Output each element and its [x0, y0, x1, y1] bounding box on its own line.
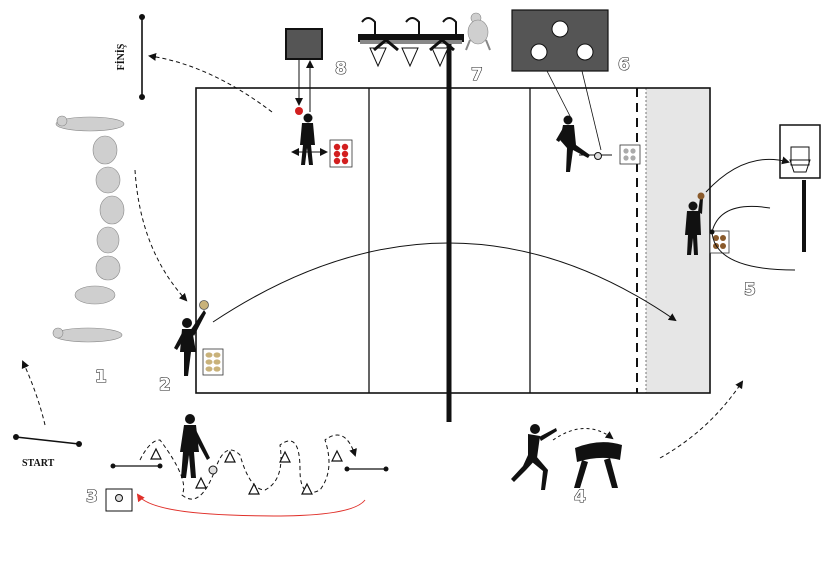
station-3-dribble: 3 — [85, 414, 389, 517]
ball-icon — [208, 465, 218, 475]
player-shooting-silhouette — [685, 198, 703, 255]
serve-trajectory — [212, 242, 677, 323]
hurdle-icon — [358, 17, 464, 68]
shot-path — [705, 156, 790, 193]
station-6-target-goal: 6 — [511, 9, 641, 172]
station-2-number: 2 — [159, 375, 171, 395]
cone-icon — [279, 450, 291, 463]
player-throwing-silhouette — [300, 113, 315, 165]
player-dribbling-silhouette — [180, 414, 210, 478]
ball-icon — [594, 152, 602, 160]
cones — [150, 447, 343, 495]
path-start-to-1 — [21, 360, 46, 426]
player-jumping-silhouette — [511, 424, 557, 490]
ball-rack-icon — [202, 348, 224, 376]
station-6-number: 6 — [618, 55, 630, 75]
ball-icon — [697, 192, 705, 200]
station-8-throw-target: 8 — [285, 28, 353, 168]
path-1-to-2 — [134, 169, 188, 302]
ball-icon — [295, 107, 303, 115]
cone-icon — [331, 449, 343, 462]
dribble-path — [139, 434, 357, 500]
start-label: START — [22, 458, 55, 469]
cone-icon — [248, 482, 260, 495]
cone-icon — [195, 476, 207, 489]
cone-icon — [301, 482, 313, 495]
target-goal-icon — [511, 9, 609, 72]
station-7-hurdles: 7 — [358, 12, 491, 86]
basket-zone — [646, 88, 710, 393]
station-5-number: 5 — [744, 280, 756, 300]
station-5-basketball: 5 — [685, 124, 821, 301]
finish-label: FİNİŞ — [115, 43, 127, 70]
station-2-serve: 2 — [158, 242, 677, 396]
path-to-station-5 — [659, 380, 744, 459]
vaulting-box-icon — [574, 442, 622, 488]
tumbling-figures — [52, 115, 125, 343]
ball-icon — [115, 494, 123, 502]
player-kicking-silhouette — [556, 115, 590, 172]
station-4-number: 4 — [574, 487, 586, 507]
cone-icon — [224, 450, 236, 463]
player-serving-silhouette — [174, 310, 206, 376]
station-4-vault: 4 — [511, 380, 744, 508]
station-1-tumbling: 1 — [52, 115, 125, 388]
vault-path — [552, 428, 614, 441]
station-7-number: 7 — [471, 65, 483, 85]
ball-rack-icon — [329, 139, 353, 168]
player-crouch-jump-silhouette — [465, 12, 491, 51]
station-8-number: 8 — [335, 59, 347, 79]
return-path — [136, 493, 366, 517]
ball-rack-icon — [619, 144, 641, 165]
frame-target-icon — [285, 28, 323, 60]
volleyball-court — [195, 40, 711, 422]
basketball-hoop-icon — [779, 124, 821, 252]
ball-icon — [199, 300, 209, 310]
finish-marker: FİNİŞ — [115, 14, 145, 100]
station-3-number: 3 — [86, 487, 98, 507]
start-marker: START — [13, 434, 82, 469]
cone-icon — [150, 447, 162, 460]
path-to-finish — [148, 52, 273, 113]
court-boundary — [195, 87, 711, 394]
station-1-number: 1 — [95, 367, 107, 387]
